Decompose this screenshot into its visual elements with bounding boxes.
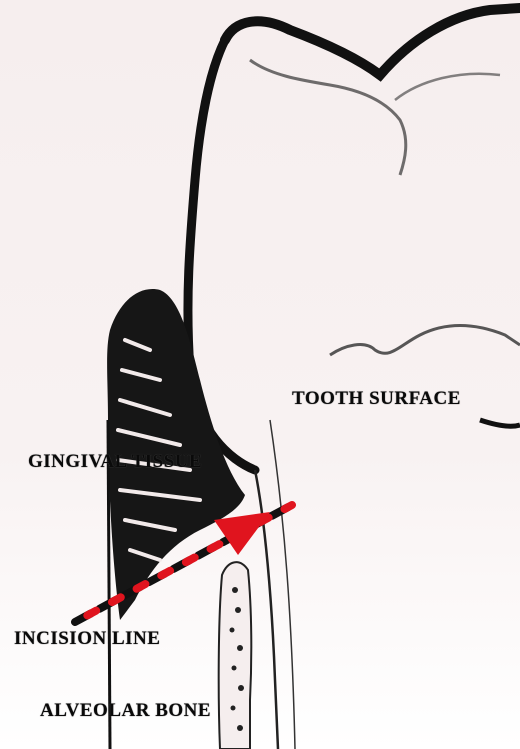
tooth-outline xyxy=(225,8,520,75)
label-tooth-surface: TOOTH SURFACE xyxy=(292,388,461,410)
tooth-lower-right xyxy=(480,420,520,426)
tooth-root-inner xyxy=(270,420,295,749)
tooth-inner-contour-2 xyxy=(395,74,500,100)
tooth-right-edge xyxy=(330,326,520,355)
label-alveolar-bone: ALVEOLAR BONE xyxy=(40,700,211,722)
label-gingival-tissue: GINGIVAL TISSUE xyxy=(28,451,202,473)
incision-arrowhead xyxy=(214,512,270,555)
label-incision-line: INCISION LINE xyxy=(14,628,160,650)
